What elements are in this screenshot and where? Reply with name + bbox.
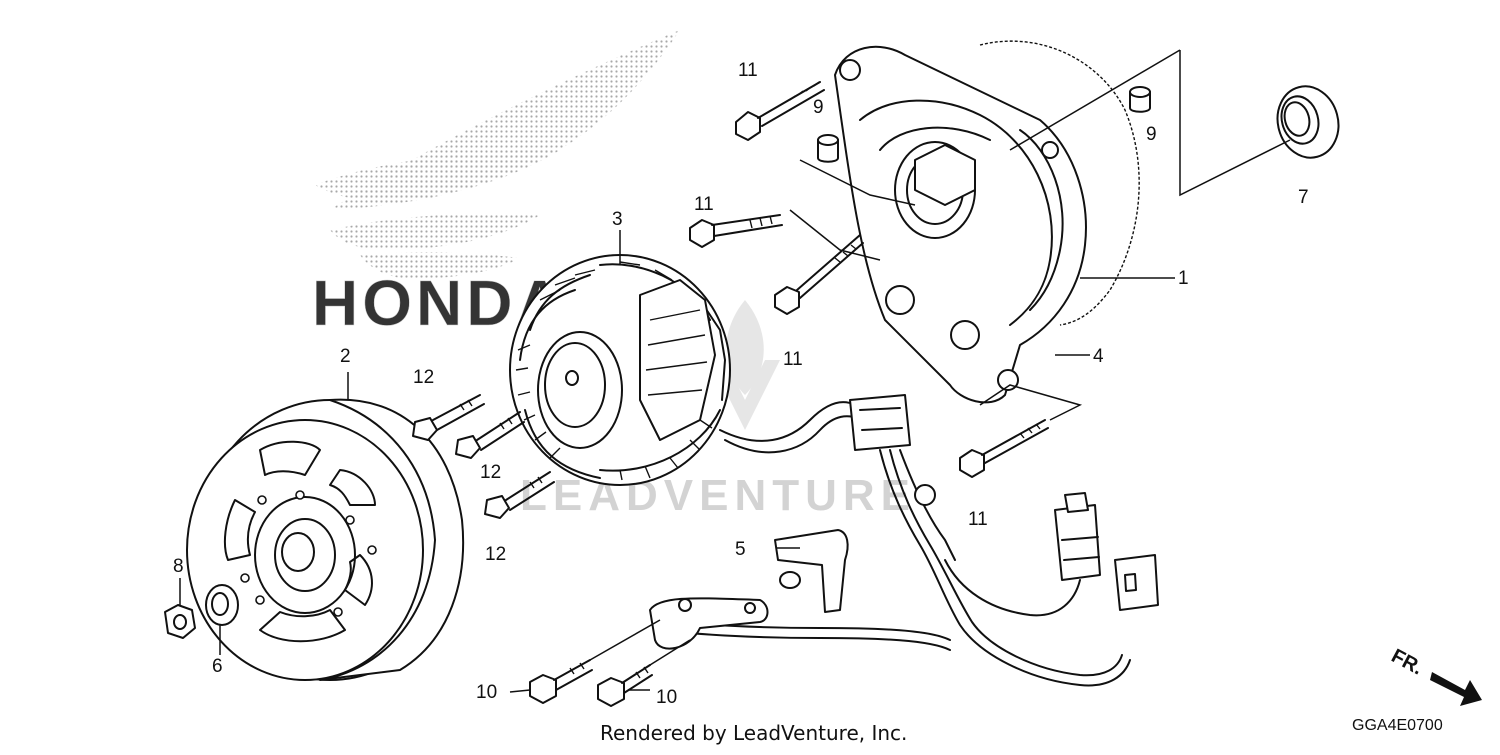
flywheel — [186, 398, 465, 681]
callout-2: 2 — [340, 346, 351, 367]
washer — [205, 584, 239, 626]
bolt-12-top — [412, 394, 485, 441]
connector-large — [1054, 492, 1101, 581]
callout-3: 3 — [612, 209, 623, 230]
leadventure-watermark-text: LEADVENTURE — [520, 471, 916, 520]
bolt-12-middle — [455, 411, 525, 459]
oil-seal — [1276, 85, 1340, 159]
front-indicator-label: FR. — [1388, 645, 1427, 680]
front-indicator: FR. — [1388, 645, 1482, 706]
bolt-10-left — [529, 659, 593, 704]
bolt-12-lower — [484, 471, 555, 519]
callout-11-middle: 11 — [783, 349, 803, 370]
callout-8: 8 — [173, 556, 184, 577]
bolt-10-right — [597, 664, 653, 707]
wire-harness — [659, 394, 1131, 687]
callout-11-lower: 11 — [968, 509, 988, 530]
callout-9-left: 9 — [813, 97, 824, 118]
callout-11-top: 11 — [738, 60, 758, 81]
crankcase-cover — [834, 45, 1087, 404]
honda-watermark-text: HONDA — [312, 267, 567, 339]
bolt-11-lower — [959, 419, 1049, 478]
connector-small — [1114, 554, 1159, 611]
callout-12-middle: 12 — [480, 462, 501, 483]
callout-9-right: 9 — [1146, 124, 1157, 145]
callout-7: 7 — [1298, 187, 1309, 208]
callout-4: 4 — [1093, 346, 1104, 367]
callout-12-top: 12 — [413, 367, 434, 388]
rendered-by-text: Rendered by LeadVenture, Inc. — [600, 721, 907, 745]
callout-11-upper-left: 11 — [694, 194, 714, 215]
bolt-11-upper-left — [689, 214, 783, 248]
stator — [509, 254, 731, 486]
diagram-code: GGA4E0700 — [1352, 717, 1443, 734]
gasket-outline — [979, 40, 1140, 326]
callout-10-right: 10 — [656, 687, 677, 708]
callout-12-lower: 12 — [485, 544, 506, 565]
callout-6: 6 — [212, 656, 223, 677]
dowel-pin-left — [817, 134, 839, 163]
callout-1: 1 — [1178, 268, 1189, 289]
dowel-pin-right — [1129, 86, 1151, 113]
callouts: 1 2 3 4 5 6 7 8 9 9 10 10 11 11 11 11 12… — [173, 60, 1309, 708]
front-arrow-icon — [1430, 672, 1482, 706]
nut — [164, 604, 196, 639]
leader-lines — [179, 49, 1291, 693]
bolt-11-middle — [774, 234, 864, 315]
bolt-11-top — [735, 81, 825, 141]
callout-5: 5 — [735, 539, 746, 560]
callout-10-left: 10 — [476, 682, 497, 703]
pulse-generator — [649, 529, 849, 650]
honda-wing-watermark: HONDA — [312, 30, 680, 339]
